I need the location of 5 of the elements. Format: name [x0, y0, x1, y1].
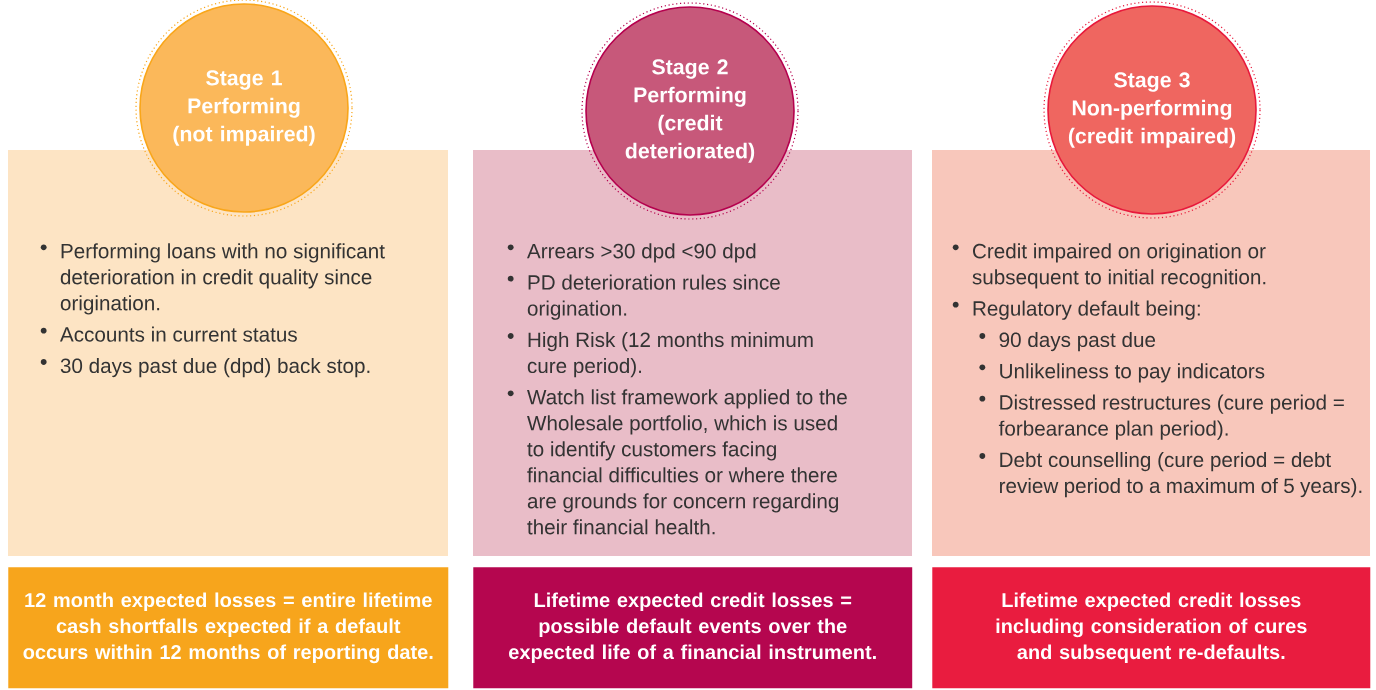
summary-bar: Lifetime expected credit losses = possible default events over the expected life of a financial instrument. — [473, 567, 913, 689]
summary-bar: 12 month expected losses = entire lifetime cash shortfalls expected if a default occurs within 12 months of reporting date. — [8, 567, 449, 689]
text-panel: Performing loans with no significant deterioration in credit quality since origination. Accounts in current status 30 days past due (dpd) back stop. — [8, 150, 448, 556]
text-panel: Credit impaired on origination or subsequent to initial recognition. Regulatory default being: 90 days past due Unlikeliness to pay indicators Distressed restructures (cure period = forbearance plan period). Debt counselling (cure period = debt review period to a maximum of 5 years). — [932, 150, 1370, 556]
summary-bar: Lifetime expected credit losses including consideration of cures and subsequent re-defaults. — [932, 567, 1371, 689]
